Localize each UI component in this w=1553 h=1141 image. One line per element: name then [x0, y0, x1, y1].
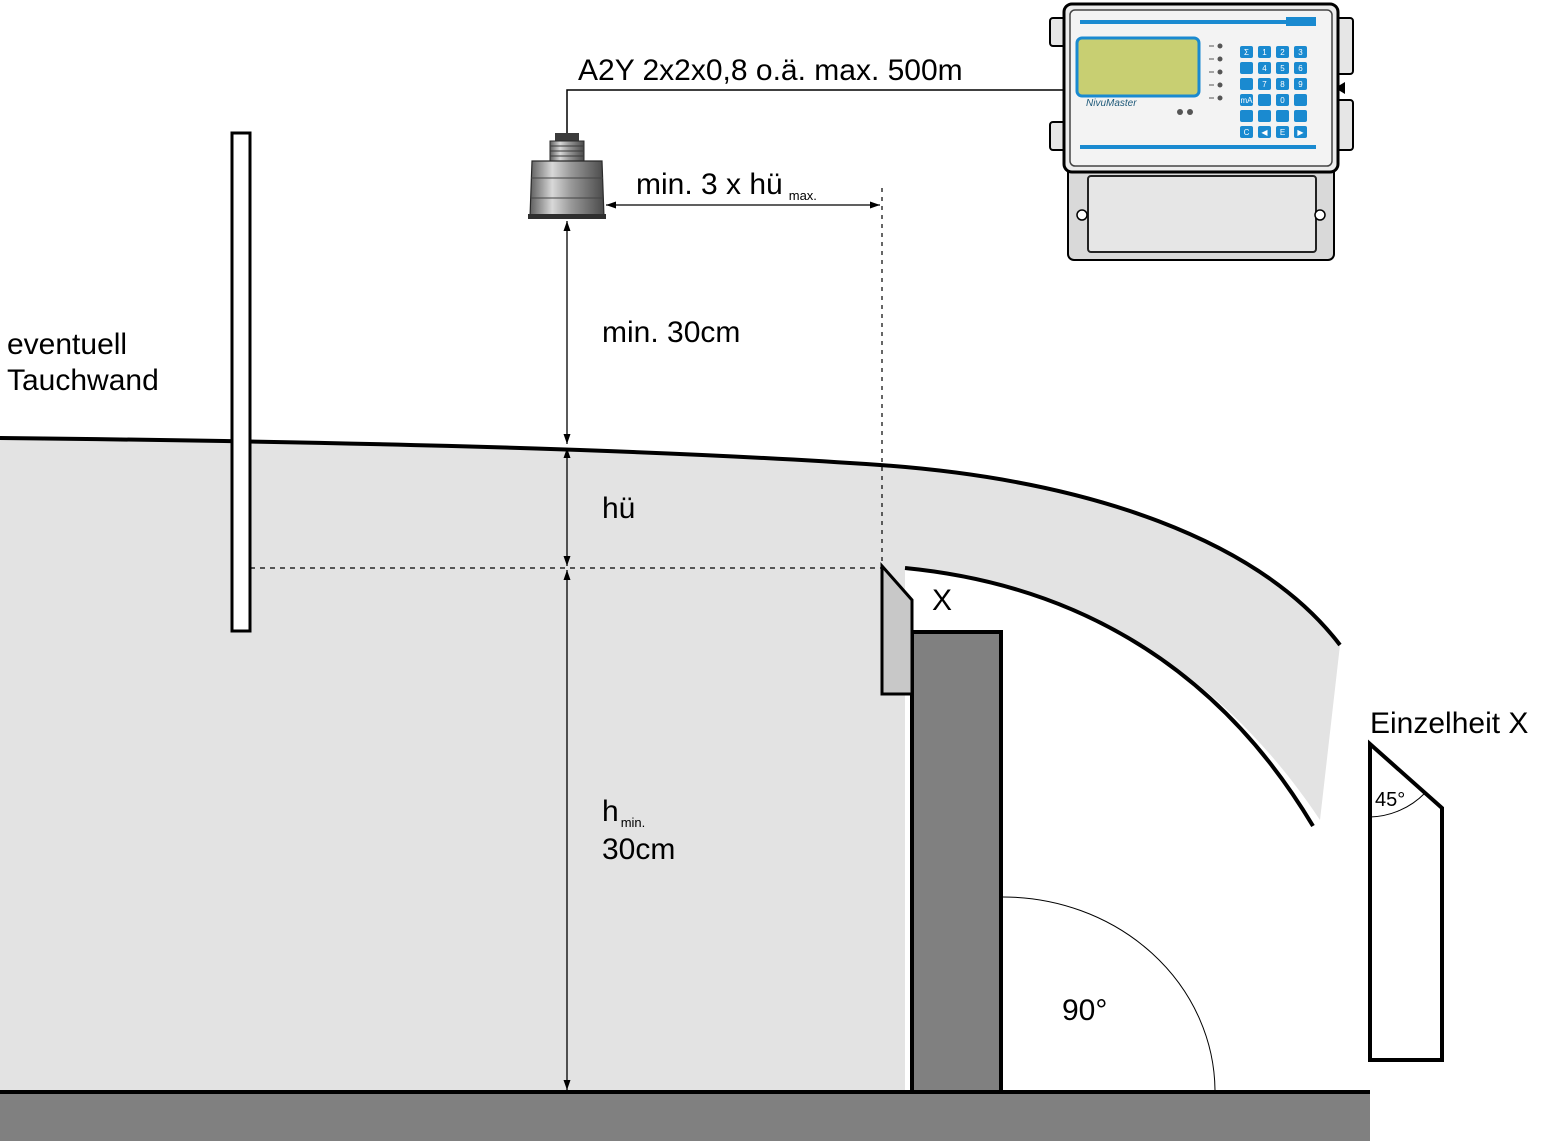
distance-label-main: min. 3 x hü: [636, 168, 783, 201]
ground-slab: [0, 1092, 1370, 1141]
device-key-label: 0: [1280, 96, 1285, 105]
device-key-label: C: [1244, 128, 1250, 137]
device-key: 3: [1294, 46, 1307, 58]
baffle-label-line1: eventuell: [7, 328, 127, 361]
device-key: 5: [1276, 62, 1289, 74]
ultrasonic-sensor: [528, 133, 606, 219]
device-key: 9: [1294, 78, 1307, 90]
detail-angle-label: 45°: [1375, 789, 1405, 811]
device-key-label: ▶: [1297, 128, 1304, 137]
signal-cable: [566, 89, 1072, 135]
device-key-label: 3: [1298, 48, 1303, 57]
device-key: [1258, 94, 1271, 106]
device-key: [1240, 110, 1253, 122]
device-keypad: Σ 1 2 3 4 5 6 7 8 9 mA 0C ◀ E ▶: [1240, 46, 1307, 138]
device-key: 4: [1258, 62, 1271, 74]
device-key-label: 8: [1280, 80, 1285, 89]
device-key: E: [1276, 126, 1289, 138]
device-key: [1276, 110, 1289, 122]
right-angle-arc: [1002, 896, 1216, 1091]
device-key: [1294, 94, 1307, 106]
device-key-label: mA: [1241, 96, 1254, 105]
detail-title-label: Einzelheit X: [1370, 707, 1528, 740]
weir-wall: [910, 630, 1003, 1094]
head-label: hü: [602, 492, 635, 525]
device-status-led: [1217, 95, 1223, 101]
device-status-led: [1217, 82, 1223, 88]
device-key: [1258, 110, 1271, 122]
wall-angle-label: 90°: [1062, 994, 1107, 1027]
device-key: ◀: [1258, 126, 1271, 138]
device-key-label: ◀: [1261, 128, 1268, 137]
device-key: [1240, 78, 1253, 90]
hmin-value-label: 30cm: [602, 833, 675, 866]
device-status-leds: [1209, 43, 1223, 101]
device-key-label: E: [1280, 128, 1285, 137]
device-key: 7: [1258, 78, 1271, 90]
device-key: mA: [1240, 94, 1253, 106]
water-body: [0, 438, 1340, 1090]
hmin-label-main: h: [602, 795, 619, 828]
baffle-label-line2: Tauchwand: [7, 364, 159, 397]
device-key: Σ: [1240, 46, 1253, 58]
device-key: [1240, 62, 1253, 74]
device-key: 6: [1294, 62, 1307, 74]
device-status-led: [1217, 56, 1223, 62]
hmin-label-sub: min.: [621, 815, 646, 830]
device-key: 2: [1276, 46, 1289, 58]
nappe-lower-line: [904, 566, 1315, 828]
device-status-led: [1217, 43, 1223, 49]
device-key: ▶: [1294, 126, 1307, 138]
detail-blade: [1368, 739, 1444, 1062]
device-key-label: 1: [1262, 48, 1267, 57]
device-key-label: 2: [1280, 48, 1285, 57]
device-key: [1294, 110, 1307, 122]
device-key-label: Σ: [1244, 48, 1249, 57]
distance-label: min. 3 x hü max.: [636, 168, 817, 203]
device-status-led: [1217, 69, 1223, 75]
device-brand-label: NivuMaster: [1086, 98, 1137, 109]
device-key: 8: [1276, 78, 1289, 90]
weir-blade: [880, 562, 914, 696]
distance-label-sub: max.: [789, 188, 817, 203]
sensor-gap-label: min. 30cm: [602, 316, 740, 349]
device-key-label: 7: [1262, 80, 1267, 89]
detail-angle-arc: [1369, 792, 1426, 818]
device-key-label: 4: [1262, 64, 1267, 73]
cable-label: A2Y 2x2x0,8 o.ä. max. 500m: [578, 54, 963, 87]
device-key: 1: [1258, 46, 1271, 58]
device-key: 0: [1276, 94, 1289, 106]
device-key-label: 5: [1280, 64, 1285, 73]
device-key-label: 9: [1298, 80, 1303, 89]
detail-marker-label: X: [932, 584, 952, 617]
baffle-wall: [230, 131, 252, 633]
nivumaster-controller: NivuMaster Σ 1 2 3 4 5 6 7 8 9 mA 0C ◀ E ▶: [1049, 2, 1354, 261]
device-key-label: 6: [1298, 64, 1303, 73]
device-key: C: [1240, 126, 1253, 138]
